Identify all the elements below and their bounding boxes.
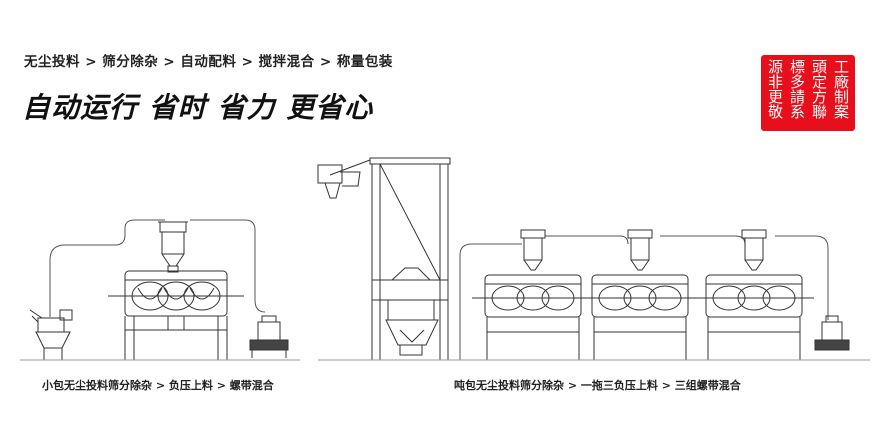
big-bag-station [318, 158, 450, 360]
vacuum-pump [250, 316, 288, 358]
bag-dump-station [30, 310, 72, 360]
headline: 自动运行 省时 省力 更省心 [22, 91, 374, 124]
seal-column: 頭定方聯 [810, 59, 828, 119]
seal-column: 工廠制案 [832, 59, 850, 119]
right-system [318, 158, 870, 360]
seal-column: 標多請系 [788, 59, 806, 119]
ribbon-mixer [108, 271, 244, 360]
ribbon-mixer-2 [580, 230, 700, 360]
vacuum-loader [158, 222, 188, 272]
vacuum-pump-right [815, 316, 849, 350]
ribbon-mixer-1 [472, 230, 594, 360]
ribbon-mixer-3 [694, 230, 814, 360]
factory-seal: 工廠制案 頭定方聯 標多請系 源非更敬 [761, 55, 855, 131]
left-system [20, 220, 300, 360]
seal-column: 源非更敬 [766, 59, 784, 119]
process-flow-title: 无尘投料 > 筛分除杂 > 自动配料 > 搅拌混合 > 称量包装 [24, 54, 393, 70]
caption-right: 吨包无尘投料筛分除杂 > 一拖三负压上料 > 三组螺带混合 [454, 379, 741, 392]
caption-left: 小包无尘投料筛分除杂 > 负压上料 > 螺带混合 [42, 379, 274, 392]
